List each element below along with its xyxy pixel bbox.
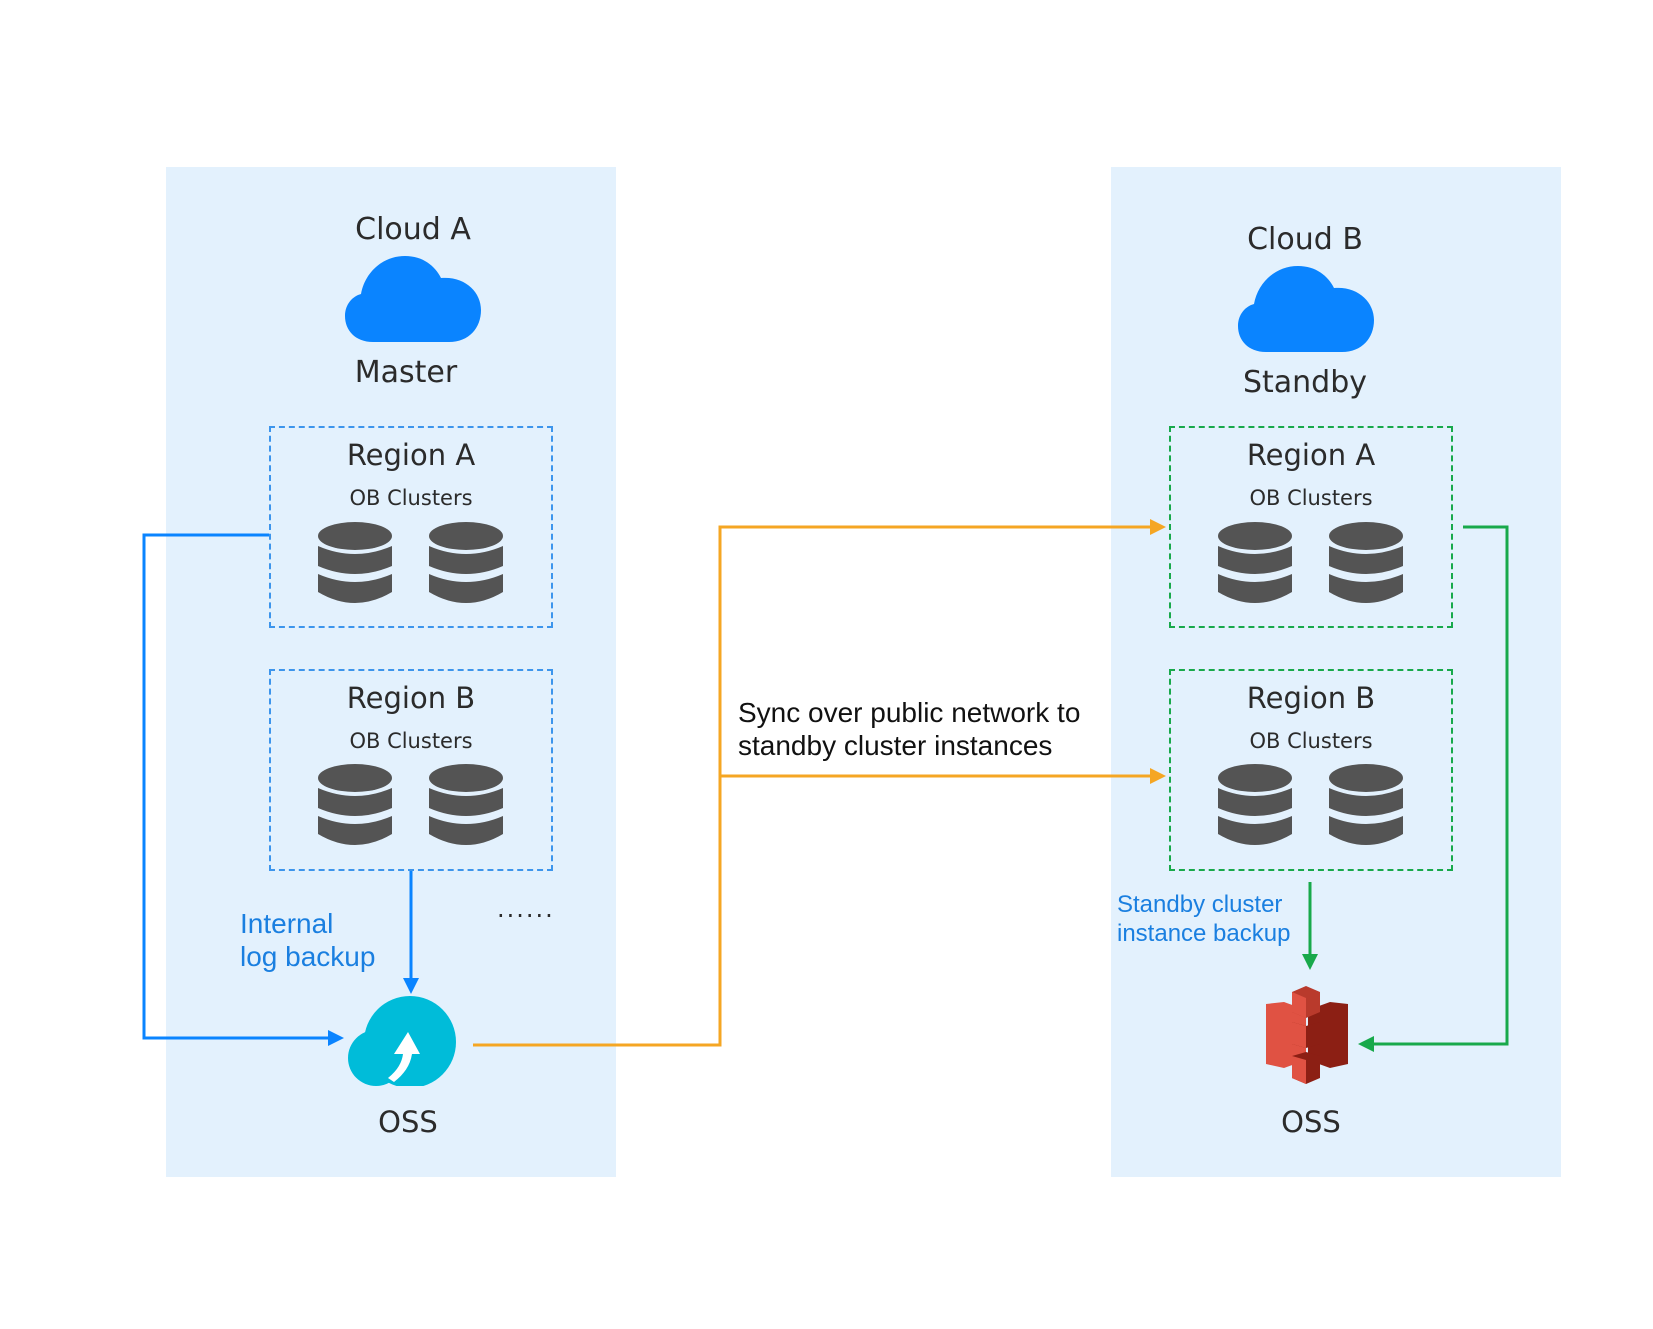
s3-bucket-icon [1266,986,1348,1084]
region-subtitle: OB Clusters [1249,486,1373,510]
region-subtitle: OB Clusters [349,729,473,753]
sync-line [473,525,1150,1047]
standby-backup-line-region-a [1374,525,1509,1046]
region-subtitle: OB Clusters [1249,729,1373,753]
cloud-b-region-a: Region A OB Clusters [1169,426,1453,628]
region-title: Region B [346,681,476,715]
oss-upload-cloud-icon [348,996,456,1086]
standby-backup-label-line1: Standby cluster [1117,891,1283,918]
cloud-b-title: Cloud B [1247,222,1363,257]
cloud-icon [345,256,481,342]
region-title: Region A [1246,438,1376,472]
internal-log-backup-label-line1: Internal [240,908,334,939]
oss-label-left: OSS [378,1105,438,1139]
cloud-a-role: Master [354,355,458,390]
more-regions-ellipsis: ...... [497,895,555,923]
arrow-head [1358,1036,1374,1052]
region-subtitle: OB Clusters [349,486,473,510]
cloud-a-region-b: Region B OB Clusters [269,669,553,871]
sync-label-line2: standby cluster instances [738,730,1053,761]
cloud-a-region-a: Region A OB Clusters [269,426,553,628]
cloud-a-title: Cloud A [355,212,471,247]
arrow-head [403,978,419,994]
arrow-head [328,1030,344,1046]
cloud-icon [1238,266,1374,352]
log-backup-line-region-a [142,533,330,1040]
arrow-head [1150,519,1166,535]
cloud-b-role: Standby [1242,365,1368,400]
internal-log-backup-label-line2: log backup [240,941,376,972]
arrow-head [1150,768,1166,784]
arrow-head [1302,954,1318,970]
region-title: Region A [346,438,476,472]
sync-label-line1: Sync over public network to [738,697,1081,728]
region-title: Region B [1246,681,1376,715]
cloud-b-region-b: Region B OB Clusters [1169,669,1453,871]
standby-backup-label-line2: instance backup [1117,920,1291,947]
oss-label-right: OSS [1281,1105,1341,1139]
